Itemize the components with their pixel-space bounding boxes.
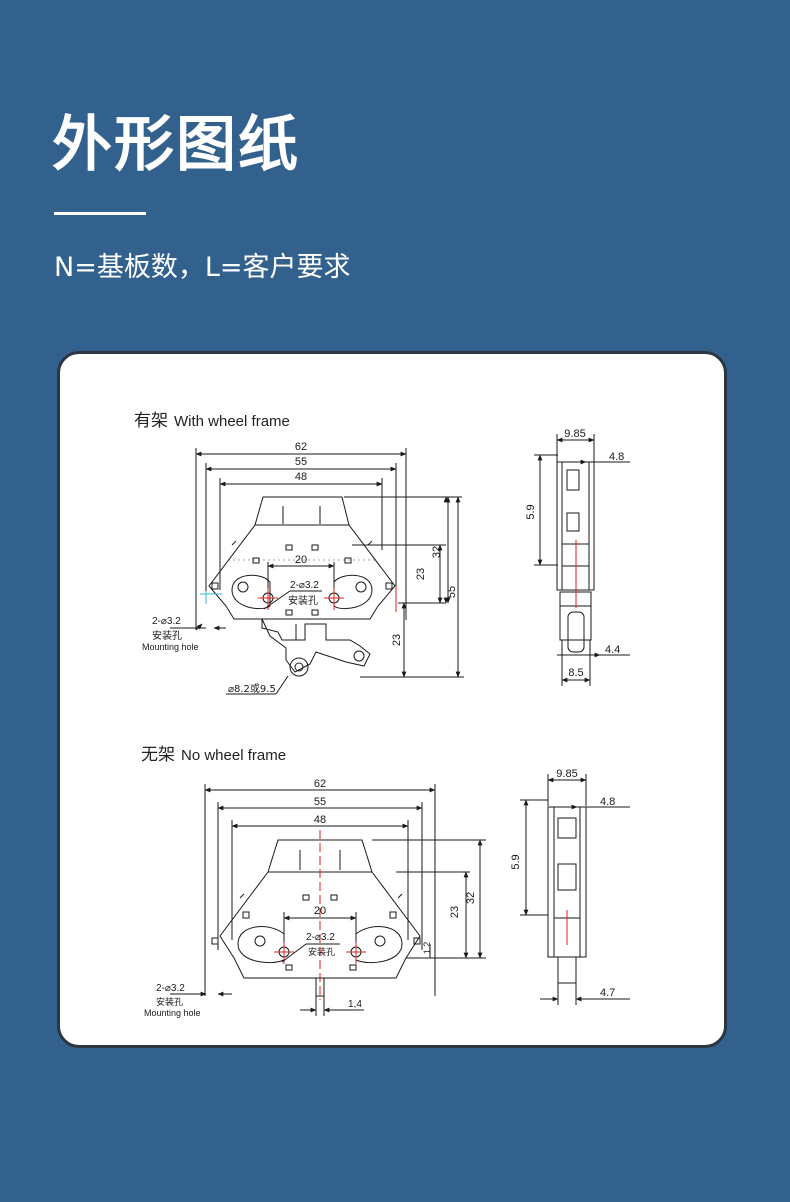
side-44: 4.4 [605, 644, 620, 656]
side-view-with-frame: 9.85 4.8 5.9 4.4 8.5 [525, 428, 630, 686]
wheel-lever [261, 618, 371, 673]
nf-dim-23-label: 23 [449, 906, 461, 918]
nf-mount-note-en: Mounting hole [144, 1008, 201, 1018]
no-frame-label-zh: 无架 [141, 745, 175, 765]
drawing-card [57, 351, 727, 1048]
page-title: 外形图纸 [52, 110, 300, 180]
nf-dim-20-label: 20 [314, 905, 326, 917]
nf-dim-14-label: 1,4 [348, 999, 362, 1010]
side-985: 9.85 [564, 428, 585, 440]
nf-dim-32-label: 32 [465, 892, 477, 904]
with-frame-label-en: With wheel frame [174, 413, 290, 430]
front-view-with-frame: 62 55 48 [142, 441, 464, 695]
hole-note-zh: 安装孔 [288, 594, 318, 607]
dim-23a-label: 23 [415, 568, 427, 580]
nf-hole-note-zh: 安装孔 [308, 946, 335, 958]
section-with-frame-label: 有架 With wheel frame [134, 406, 290, 431]
dim-62-label: 62 [295, 441, 307, 453]
dim-20-label: 20 [295, 554, 307, 566]
wheel-note: ⌀8.2或9.5 [228, 683, 276, 695]
dim-55-label: 55 [295, 456, 307, 468]
nf-dim-55-label: 55 [314, 796, 326, 808]
side-59: 5.9 [525, 504, 537, 519]
nf-dim-62-label: 62 [314, 778, 326, 790]
mount-note: 2-⌀3.2 [152, 616, 181, 627]
title-underline [54, 212, 146, 215]
dim-48-label: 48 [295, 471, 307, 483]
hole-note: 2-⌀3.2 [290, 580, 319, 591]
nf-dim-48-label: 48 [314, 814, 326, 826]
nf-side-59: 5.9 [510, 854, 522, 869]
page-subtitle: N=基板数，L=客户要求 [54, 252, 351, 283]
dim-55v-label: 55 [446, 586, 458, 598]
nf-switch-body-outline [219, 839, 421, 979]
dim-32-label: 32 [431, 546, 443, 558]
front-view-no-frame: 62 55 48 20 2-⌀3.2 安装孔 [144, 778, 486, 1018]
mount-note-zh: 安装孔 [152, 629, 182, 642]
dim-23b-label: 23 [391, 634, 403, 646]
nf-hole-note: 2-⌀3.2 [306, 932, 335, 943]
with-frame-label-zh: 有架 [134, 411, 168, 431]
nf-side-985: 9.85 [556, 768, 577, 780]
nf-mount-note: 2-⌀3.2 [156, 983, 185, 994]
section-no-frame-label: 无架 No wheel frame [141, 740, 286, 765]
nf-dim-12-label: 1.2 [422, 942, 432, 955]
nf-side-47: 4.7 [600, 987, 615, 999]
side-85: 8.5 [568, 667, 583, 679]
switch-body-outline [208, 496, 396, 620]
side-48: 4.8 [609, 451, 624, 463]
nf-mount-note-zh: 安装孔 [156, 996, 183, 1008]
side-view-no-frame: 9.85 4.8 5.9 4.7 [510, 768, 630, 1005]
nf-side-48: 4.8 [600, 796, 615, 808]
mount-note-en: Mounting hole [142, 642, 199, 652]
no-frame-label-en: No wheel frame [181, 747, 287, 764]
